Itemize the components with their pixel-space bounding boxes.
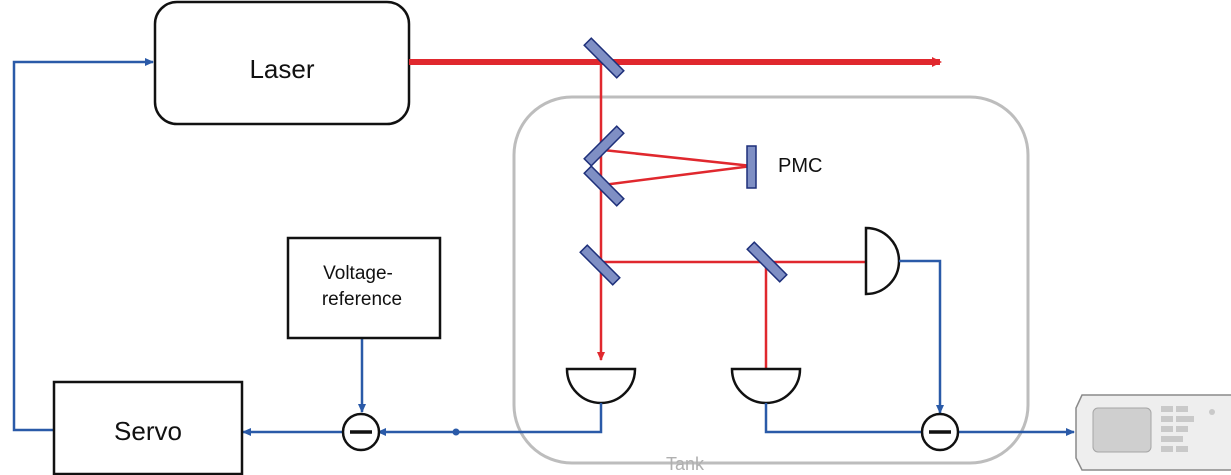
- signal-right-pd-to-subtractor: [899, 259, 944, 414]
- pmc-end-mirror: [746, 145, 757, 189]
- signal-left-pd-to-subtractor: [377, 403, 603, 436]
- tank-enclosure: [512, 95, 1030, 465]
- tank-label: Tank: [666, 454, 705, 474]
- beamsplitter-left: [579, 244, 621, 286]
- pmc-beam-upper: [602, 148, 753, 168]
- signal-junction-dot: [452, 428, 460, 436]
- subtractor-left: [341, 412, 381, 452]
- pmc-label: PMC: [778, 155, 822, 177]
- photodiode-middle: [730, 367, 802, 405]
- signal-servo-to-laser: [12, 58, 154, 432]
- voltage-reference-label-line1: Voltage-: [323, 263, 393, 284]
- photodiode-left: [565, 367, 637, 405]
- beamsplitter-right: [746, 241, 788, 283]
- laser-label: Laser: [249, 54, 314, 84]
- voltage-reference-block: [286, 236, 442, 340]
- pmc-mirror-lower: [583, 165, 625, 207]
- spectrum-analyzer-icon: [1075, 394, 1231, 471]
- pickoff-mirror: [583, 37, 625, 79]
- pmc-beam-lower: [602, 164, 753, 187]
- signal-middle-pd-to-subtractor: [764, 403, 921, 434]
- servo-block: [52, 380, 244, 475]
- photodiode-right: [864, 226, 901, 296]
- pmc-mirror-upper: [583, 125, 625, 167]
- subtractor-right: [920, 412, 960, 452]
- servo-label: Servo: [114, 416, 182, 446]
- voltage-reference-label-line2: reference: [322, 289, 402, 310]
